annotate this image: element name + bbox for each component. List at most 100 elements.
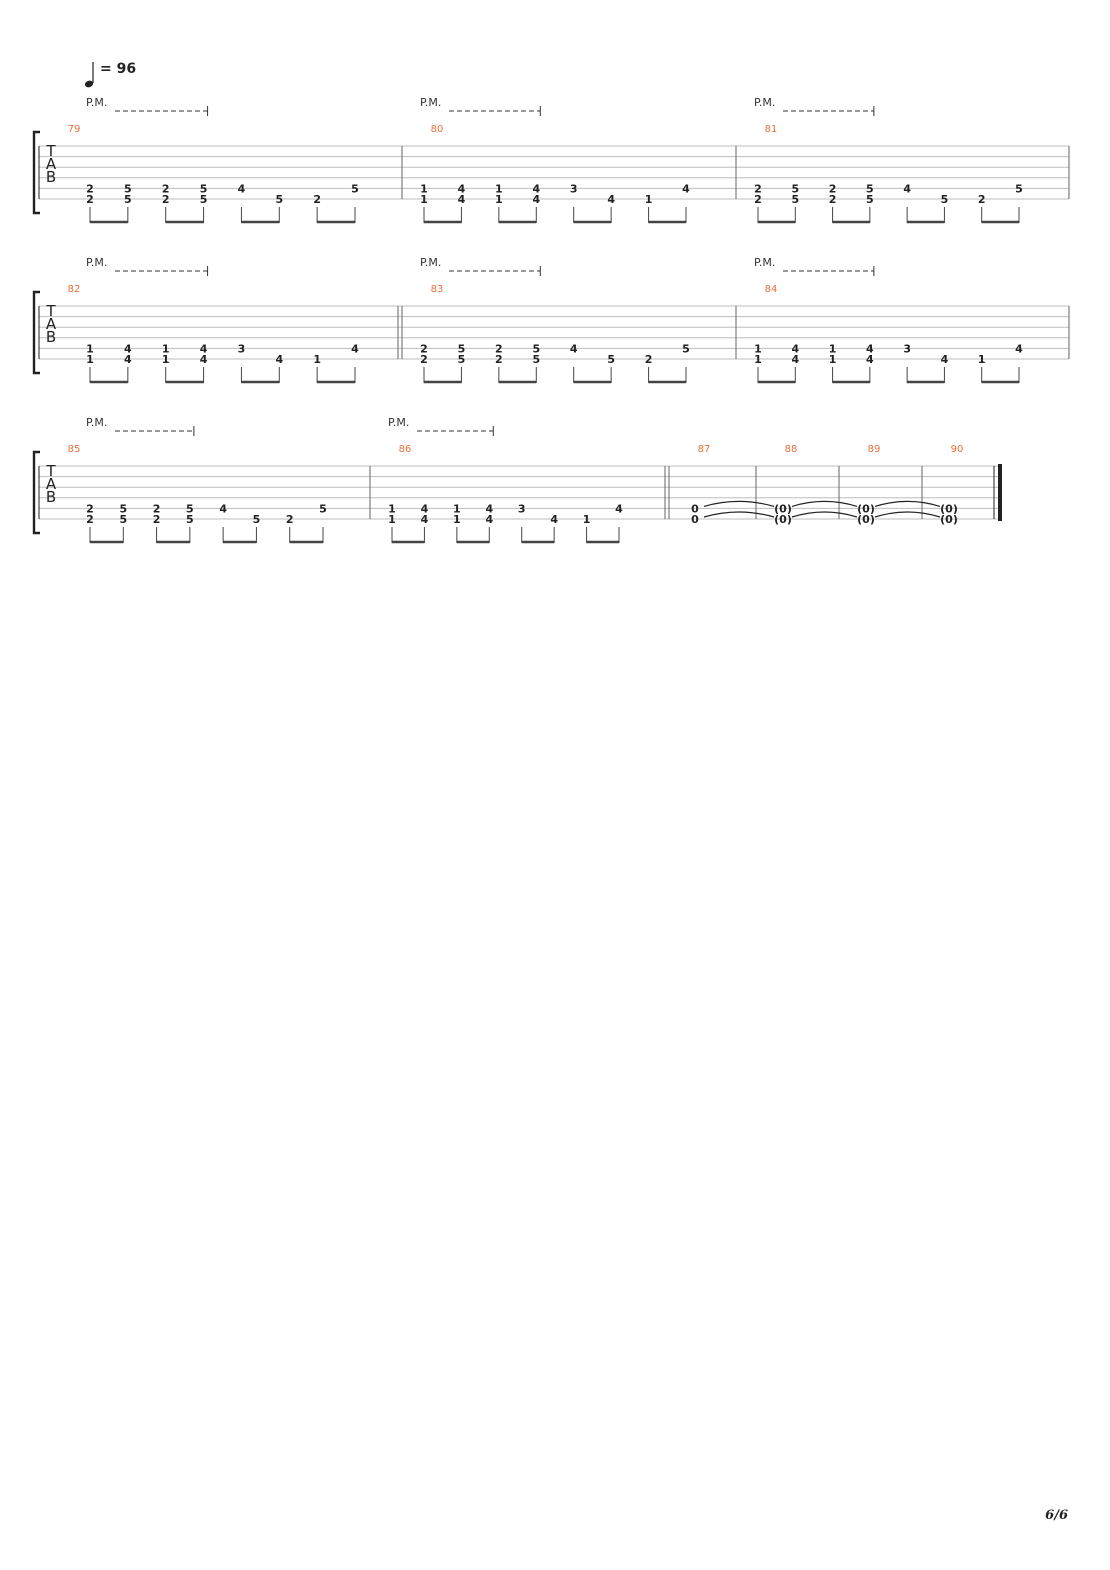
fret-number: 1 bbox=[978, 353, 986, 366]
fret-number: 1 bbox=[86, 342, 94, 355]
fret-number: 1 bbox=[420, 193, 428, 206]
system-bracket bbox=[32, 290, 40, 375]
fret-number: 4 bbox=[458, 193, 466, 206]
tie-arc bbox=[703, 511, 775, 518]
palm-mute-label: P.M. bbox=[754, 256, 775, 269]
fret-number: 3 bbox=[570, 182, 578, 195]
fret-number: 4 bbox=[615, 502, 623, 515]
fret-number: 4 bbox=[351, 342, 359, 355]
fret-number: 1 bbox=[583, 513, 591, 526]
fret-number: 4 bbox=[200, 353, 208, 366]
fret-number: 2 bbox=[86, 182, 94, 195]
system-bracket bbox=[32, 450, 40, 535]
bar-number: 89 bbox=[868, 444, 881, 455]
fret-number: 1 bbox=[495, 193, 503, 206]
fret-number: 2 bbox=[495, 342, 503, 355]
fret-number: 4 bbox=[458, 182, 466, 195]
fret-number: 5 bbox=[866, 182, 874, 195]
fret-number: 2 bbox=[313, 193, 321, 206]
fret-number: 5 bbox=[119, 513, 127, 526]
tie-arc bbox=[874, 500, 941, 507]
fret-number: 2 bbox=[162, 182, 170, 195]
tab-clef-letter: A bbox=[46, 315, 57, 333]
fret-number: 1 bbox=[162, 353, 170, 366]
fret-number: 5 bbox=[458, 342, 466, 355]
fret-number: 2 bbox=[86, 193, 94, 206]
fret-number: 1 bbox=[495, 182, 503, 195]
fret-number: 2 bbox=[978, 193, 986, 206]
fret-number: 5 bbox=[186, 502, 194, 515]
fret-number: 2 bbox=[829, 193, 837, 206]
fret-number: 1 bbox=[645, 193, 653, 206]
fret-number: (0) bbox=[940, 513, 958, 526]
fret-number: 2 bbox=[420, 353, 428, 366]
fret-number: 2 bbox=[86, 513, 94, 526]
fret-number: 5 bbox=[532, 342, 540, 355]
palm-mute-label: P.M. bbox=[86, 96, 107, 109]
fret-number: 4 bbox=[238, 182, 246, 195]
fret-number: 5 bbox=[275, 193, 283, 206]
fret-number: 1 bbox=[754, 353, 762, 366]
fret-number: 4 bbox=[532, 182, 540, 195]
page-number: 6/6 bbox=[1045, 1508, 1068, 1523]
fret-number: 2 bbox=[495, 353, 503, 366]
palm-mute-label: P.M. bbox=[86, 416, 107, 429]
fret-number: 2 bbox=[420, 342, 428, 355]
fret-number: 5 bbox=[941, 193, 949, 206]
fret-number: 0 bbox=[691, 502, 699, 515]
fret-number: 4 bbox=[485, 513, 493, 526]
fret-number: 2 bbox=[754, 182, 762, 195]
fret-number: 2 bbox=[153, 513, 161, 526]
palm-mute-label: P.M. bbox=[388, 416, 409, 429]
bar-number: 88 bbox=[785, 444, 798, 455]
fret-number: (0) bbox=[857, 513, 875, 526]
fret-number: 4 bbox=[570, 342, 578, 355]
fret-number: 4 bbox=[607, 193, 615, 206]
fret-number: 5 bbox=[791, 182, 799, 195]
bar-number: 82 bbox=[68, 284, 81, 295]
fret-number: (0) bbox=[774, 513, 792, 526]
fret-number: 4 bbox=[866, 342, 874, 355]
fret-number: 4 bbox=[866, 353, 874, 366]
tie-arc bbox=[791, 500, 858, 507]
fret-number: 4 bbox=[941, 353, 949, 366]
fret-number: 2 bbox=[286, 513, 294, 526]
tie-arc bbox=[703, 500, 775, 507]
fret-number: 3 bbox=[903, 342, 911, 355]
fret-number: 5 bbox=[458, 353, 466, 366]
fret-number: 1 bbox=[313, 353, 321, 366]
fret-number: 5 bbox=[124, 182, 132, 195]
fret-number: 1 bbox=[754, 342, 762, 355]
tab-clef-letter: A bbox=[46, 475, 57, 493]
tie-arc bbox=[791, 511, 858, 518]
fret-number: 5 bbox=[200, 193, 208, 206]
bar-number: 81 bbox=[765, 124, 778, 135]
bar-number: 83 bbox=[431, 284, 444, 295]
bar-number: 79 bbox=[68, 124, 81, 135]
fret-number: 5 bbox=[1015, 182, 1023, 195]
tab-clef-letter: A bbox=[46, 155, 57, 173]
fret-number: 5 bbox=[532, 353, 540, 366]
palm-mute-label: P.M. bbox=[86, 256, 107, 269]
fret-number: 4 bbox=[791, 342, 799, 355]
fret-number: 4 bbox=[485, 502, 493, 515]
fret-number: 5 bbox=[200, 182, 208, 195]
tab-clef-letter: B bbox=[46, 328, 56, 346]
fret-number: 4 bbox=[124, 353, 132, 366]
fret-number: 5 bbox=[607, 353, 615, 366]
fret-number: 5 bbox=[119, 502, 127, 515]
system-bracket bbox=[32, 130, 40, 215]
fret-number: 4 bbox=[682, 182, 690, 195]
fret-number: 4 bbox=[532, 193, 540, 206]
fret-number: 4 bbox=[421, 513, 429, 526]
fret-number: 4 bbox=[219, 502, 227, 515]
fret-number: 4 bbox=[550, 513, 558, 526]
tab-clef-letter: B bbox=[46, 488, 56, 506]
fret-number: 1 bbox=[453, 513, 461, 526]
fret-number: 2 bbox=[829, 182, 837, 195]
fret-number: (0) bbox=[857, 502, 875, 515]
tie-arc bbox=[874, 511, 941, 518]
fret-number: 4 bbox=[903, 182, 911, 195]
fret-number: 3 bbox=[238, 342, 246, 355]
